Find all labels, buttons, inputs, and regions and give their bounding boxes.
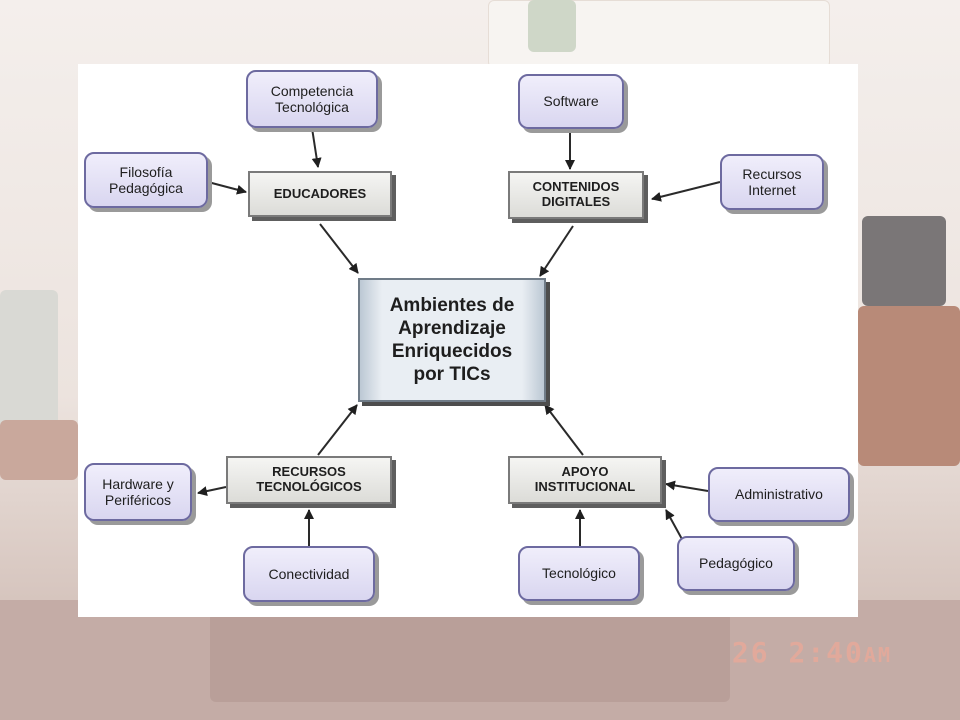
node-educadores: EDUCADORES bbox=[248, 171, 392, 217]
timestamp-text: 26 2:40 bbox=[731, 636, 864, 669]
arrow-internet-contenidos bbox=[651, 181, 721, 202]
connector-arrows bbox=[197, 127, 721, 546]
diagram-panel: Competencia Tecnológica Filosofía Pedagó… bbox=[78, 64, 858, 617]
arrow-filosofia-educadores bbox=[207, 181, 247, 195]
node-recursos-tecnologicos: RECURSOS TECNOLÓGICOS bbox=[226, 456, 392, 504]
arrow-recursos-hardware bbox=[197, 486, 227, 497]
node-apoyo-institucional: APOYO INSTITUCIONAL bbox=[508, 456, 662, 504]
node-competencia-tecnologica: Competencia Tecnológica bbox=[246, 70, 378, 128]
photo-desk-left bbox=[0, 420, 78, 480]
node-conectividad: Conectividad bbox=[243, 546, 375, 602]
node-recursos-internet: Recursos Internet bbox=[720, 154, 824, 210]
node-tecnologico: Tecnológico bbox=[518, 546, 640, 601]
node-software: Software bbox=[518, 74, 624, 129]
node-contenidos-digitales: CONTENIDOS DIGITALES bbox=[508, 171, 644, 219]
arrow-educadores-center bbox=[319, 223, 359, 274]
node-filosofia-pedagogica: Filosofía Pedagógica bbox=[84, 152, 208, 208]
arrow-administrativo-apoyo bbox=[665, 480, 709, 492]
arrow-apoyo-center bbox=[544, 404, 584, 456]
arrow-recursos-center bbox=[317, 404, 358, 456]
photo-people bbox=[210, 612, 730, 702]
node-hardware-perifericos: Hardware y Periféricos bbox=[84, 463, 192, 521]
photo-timestamp: 26 2:40AM bbox=[732, 636, 892, 669]
photo-sign bbox=[528, 0, 576, 52]
node-administrativo: Administrativo bbox=[708, 467, 850, 522]
node-pedagogico: Pedagógico bbox=[677, 536, 795, 591]
arrow-pedagogico-apoyo bbox=[665, 509, 684, 542]
photo-monitor-right bbox=[862, 216, 946, 306]
photo-desk-right bbox=[858, 306, 960, 466]
arrow-contenidos-center bbox=[539, 225, 574, 277]
node-ambientes-aprendizaje: Ambientes de Aprendizaje Enriquecidos po… bbox=[358, 278, 546, 402]
arrow-competencia-educadores bbox=[311, 127, 322, 168]
photo-computer-left bbox=[0, 290, 58, 430]
timestamp-ampm: AM bbox=[863, 643, 892, 667]
